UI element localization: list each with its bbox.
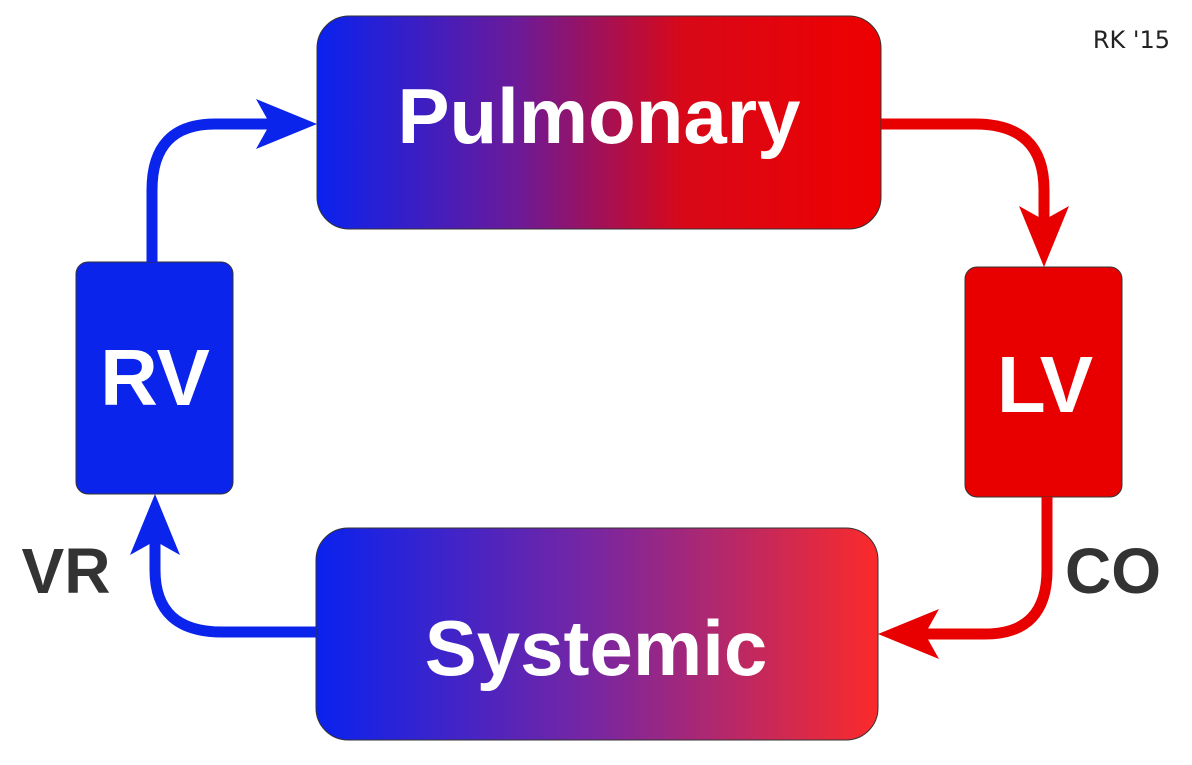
rv-label: RV (100, 333, 210, 422)
author-credit: RK '15 (1093, 26, 1170, 54)
systemic-to-rv-arrow (130, 494, 316, 638)
pulmonary-label: Pulmonary (397, 72, 800, 160)
right-ventricle-box: RV (75, 261, 234, 495)
venous-return-label: VR (22, 535, 111, 607)
cardiac-output-label: CO (1065, 535, 1161, 607)
lv-label: LV (997, 340, 1093, 429)
pulmonary-to-lv-arrow (881, 118, 1069, 267)
systemic-label: Systemic (425, 604, 768, 692)
lv-to-systemic-arrow (878, 497, 1053, 659)
systemic-circulation-box: Systemic (315, 527, 879, 741)
rv-to-pulmonary-arrow (146, 99, 317, 262)
left-ventricle-box: LV (964, 266, 1123, 498)
pulmonary-circulation-box: Pulmonary (316, 15, 882, 230)
